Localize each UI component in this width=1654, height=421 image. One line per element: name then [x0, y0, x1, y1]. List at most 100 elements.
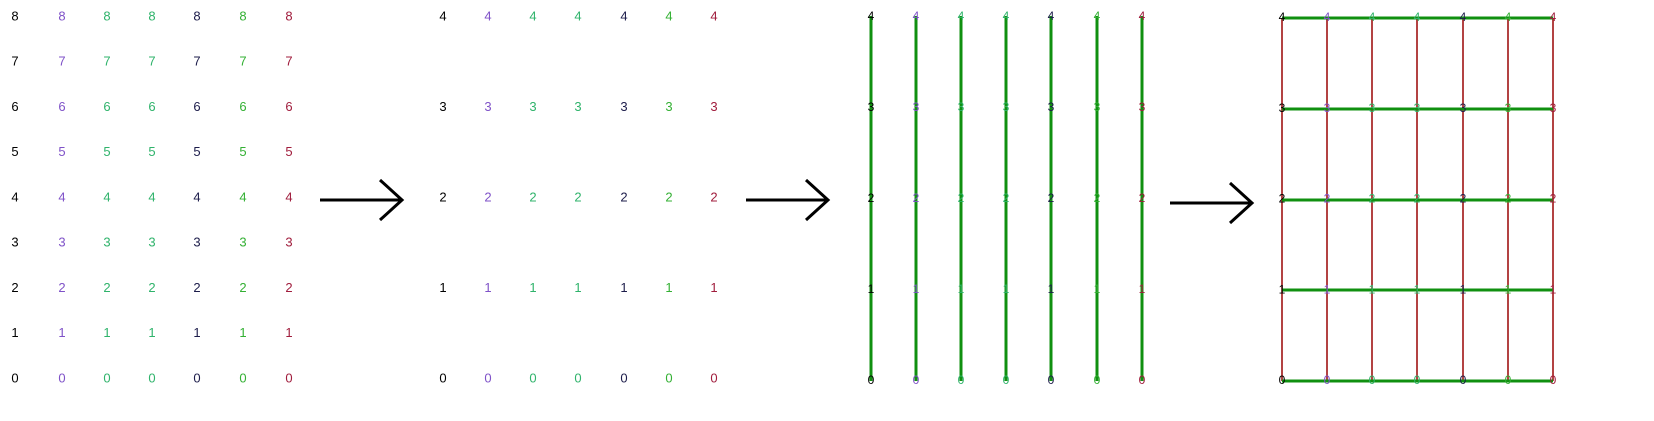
grid-a-label: 8 — [193, 8, 200, 23]
grid-c-label: 0 — [913, 373, 920, 387]
grid-c-label: 4 — [1003, 9, 1010, 23]
grid-c-label: 2 — [1048, 191, 1055, 205]
grid-c-label: 4 — [913, 9, 920, 23]
grid-d-label: 1 — [1460, 282, 1467, 296]
grid-d-label: 0 — [1550, 373, 1557, 387]
grid-c-label: 1 — [958, 282, 965, 296]
grid-a-label: 2 — [103, 280, 110, 295]
grid-b-label: 0 — [439, 370, 446, 385]
grid-a-label: 5 — [285, 144, 292, 159]
grid-a-label: 5 — [103, 144, 110, 159]
grid-c-label: 1 — [913, 282, 920, 296]
grid-a-label: 4 — [239, 189, 246, 204]
grid-b-label: 1 — [529, 280, 536, 295]
grid-a-label: 6 — [58, 99, 65, 114]
grid-a-label: 3 — [58, 235, 65, 250]
grid-c-label: 0 — [868, 373, 875, 387]
grid-d-label: 0 — [1414, 373, 1421, 387]
grid-c-label: 1 — [1003, 282, 1010, 296]
grid-a-label: 6 — [103, 99, 110, 114]
grid-b-label: 3 — [439, 99, 446, 114]
grid-c-label: 3 — [913, 100, 920, 114]
arrow-1 — [320, 178, 405, 222]
grid-a-label: 2 — [239, 280, 246, 295]
grid-a-label: 5 — [193, 144, 200, 159]
grid-a-label: 7 — [239, 54, 246, 69]
grid-a-label: 2 — [58, 280, 65, 295]
grid-a-label: 1 — [58, 325, 65, 340]
grid-a-label: 8 — [148, 8, 155, 23]
grid-d-label: 4 — [1324, 10, 1331, 24]
grid-a-label: 2 — [11, 280, 18, 295]
grid-a-label: 3 — [285, 235, 292, 250]
grid-b-label: 3 — [484, 99, 491, 114]
grid-a-label: 2 — [148, 280, 155, 295]
grid-a-label: 6 — [239, 99, 246, 114]
grid-c-label: 4 — [1094, 9, 1101, 23]
grid-c-label: 2 — [913, 191, 920, 205]
grid-b-label: 0 — [574, 370, 581, 385]
grid-c-label: 3 — [1048, 100, 1055, 114]
arrow-head — [378, 178, 405, 222]
grid-a-label: 8 — [103, 8, 110, 23]
grid-c-label: 3 — [868, 100, 875, 114]
grid-a-label: 8 — [11, 8, 18, 23]
grid-a-label: 8 — [239, 8, 246, 23]
grid-a-label: 1 — [11, 325, 18, 340]
grid-b-label: 4 — [484, 8, 491, 23]
grid-a-label: 3 — [11, 235, 18, 250]
grid-b-label: 0 — [620, 370, 627, 385]
grid-b-label: 4 — [439, 8, 446, 23]
grid-c-label: 2 — [1003, 191, 1010, 205]
grid-c-label: 4 — [958, 9, 965, 23]
arrow-2 — [746, 178, 831, 222]
grid-a-label: 0 — [11, 370, 18, 385]
grid-a-label: 0 — [148, 370, 155, 385]
grid-b-label: 2 — [665, 189, 672, 204]
grid-c-label: 4 — [1139, 9, 1146, 23]
grid-d-label: 3 — [1369, 101, 1376, 115]
grid-d-label: 2 — [1505, 192, 1512, 206]
grid-c-label: 0 — [1094, 373, 1101, 387]
grid-c-label: 0 — [1139, 373, 1146, 387]
grid-a-label: 4 — [193, 189, 200, 204]
grid-b-label: 2 — [439, 189, 446, 204]
grid-c-label: 1 — [1048, 282, 1055, 296]
grid-d-label: 1 — [1550, 282, 1557, 296]
grid-d-label: 3 — [1414, 101, 1421, 115]
grid-c-label: 4 — [1048, 9, 1055, 23]
grid-a-label: 4 — [11, 189, 18, 204]
grid-c-label: 0 — [1048, 373, 1055, 387]
grid-d-label: 0 — [1460, 373, 1467, 387]
grid-a-label: 3 — [103, 235, 110, 250]
grid-a-label: 2 — [193, 280, 200, 295]
grid-b-label: 4 — [620, 8, 627, 23]
grid-a-label: 0 — [239, 370, 246, 385]
arrow-head — [804, 178, 831, 222]
grid-a-label: 3 — [239, 235, 246, 250]
grid-d-label: 0 — [1505, 373, 1512, 387]
grid-a-label: 7 — [11, 54, 18, 69]
grid-a-label: 2 — [285, 280, 292, 295]
grid-c-label: 1 — [1139, 282, 1146, 296]
grid-d-label: 2 — [1324, 192, 1331, 206]
arrow-head — [1228, 181, 1255, 225]
grid-d-label: 1 — [1324, 282, 1331, 296]
grid-a-label: 7 — [193, 54, 200, 69]
grid-b-label: 2 — [574, 189, 581, 204]
grid-d-label: 2 — [1550, 192, 1557, 206]
grid-c-label: 1 — [1094, 282, 1101, 296]
grid-c-label: 2 — [1094, 191, 1101, 205]
grid-a-label: 6 — [193, 99, 200, 114]
grid-d-label: 1 — [1505, 282, 1512, 296]
grid-b-label: 3 — [620, 99, 627, 114]
grid-d-label: 1 — [1369, 282, 1376, 296]
grid-c-label: 1 — [868, 282, 875, 296]
grid-a-label: 4 — [148, 189, 155, 204]
grid-d-label: 3 — [1279, 101, 1286, 115]
grid-d-label: 4 — [1414, 10, 1421, 24]
grid-b-label: 3 — [529, 99, 536, 114]
grid-d-label: 3 — [1550, 101, 1557, 115]
